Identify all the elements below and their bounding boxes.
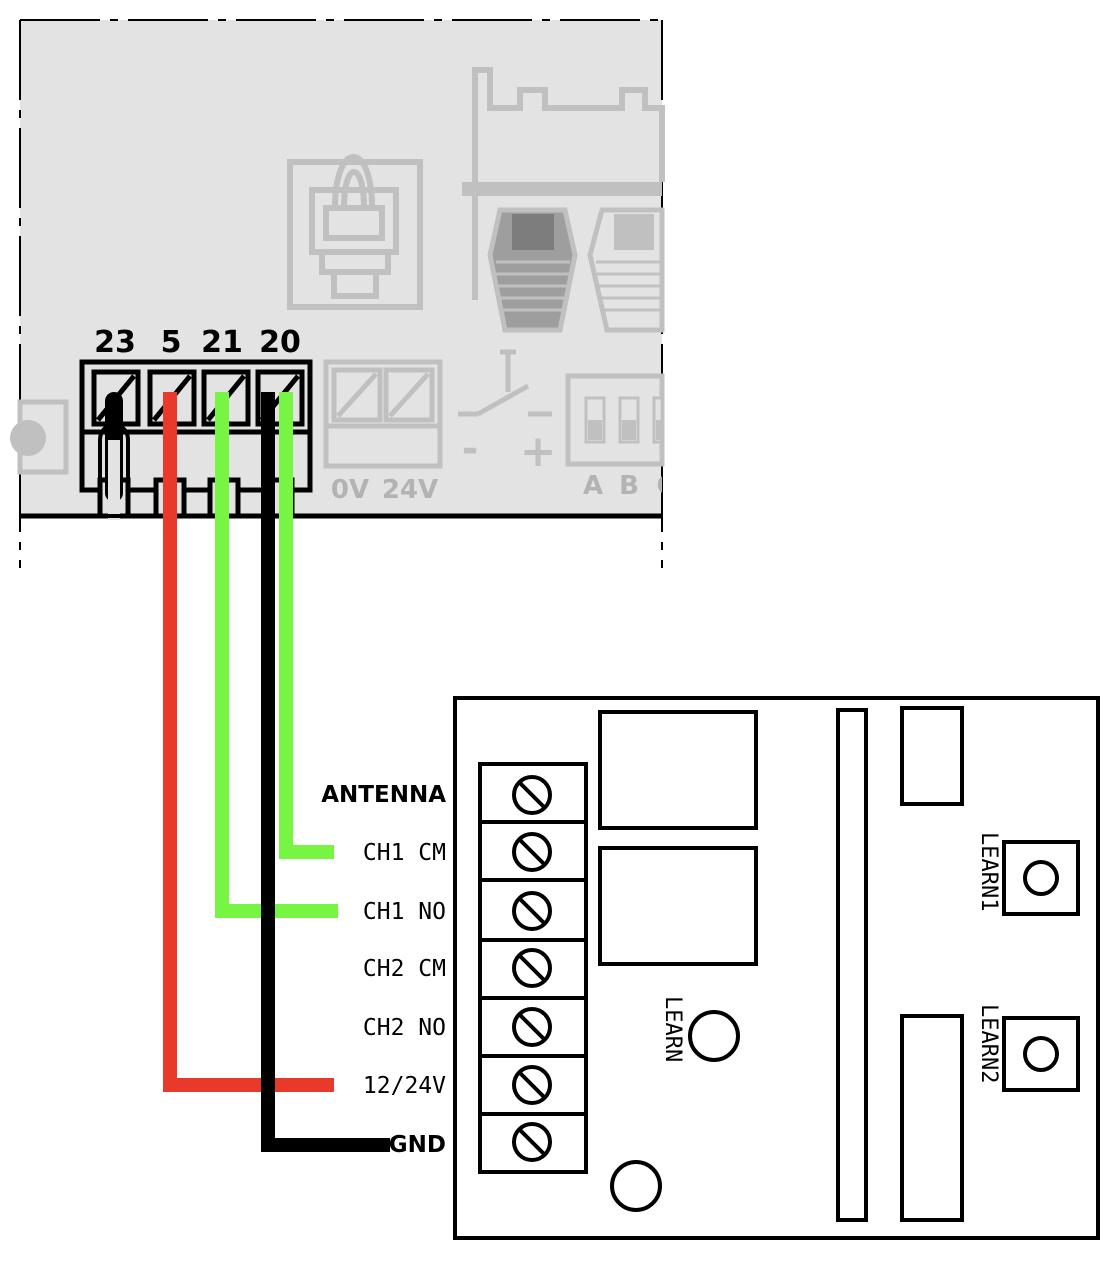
receiver-board: LEARN LEARN1 LEARN2	[453, 696, 1100, 1240]
screw-icon	[512, 1065, 552, 1105]
wire-green-terminal20-to-ch1-cm	[279, 392, 334, 859]
dip-label-c: C	[656, 471, 675, 501]
receiver-terminal-labels: ANTENNA CH1 CM CH1 NO CH2 CM CH2 NO 12/2…	[321, 782, 446, 1158]
switch-symbol-icon	[458, 349, 552, 417]
label-power: 12/24V	[363, 1073, 446, 1099]
screw-icon	[512, 832, 552, 872]
wire-black-terminal20-to-gnd	[261, 392, 390, 1152]
component-top-right	[900, 706, 964, 806]
switch-minus-label: -	[462, 426, 479, 472]
label-antenna: ANTENNA	[321, 782, 446, 808]
power-terminal-block	[323, 359, 443, 469]
wire-red-terminal5-to-power	[163, 392, 334, 1092]
label-gnd: GND	[389, 1132, 446, 1158]
screw-icon	[512, 1122, 552, 1162]
screw-icon	[512, 1007, 552, 1047]
learn1-button[interactable]	[1023, 860, 1059, 896]
learn2-label: LEARN2	[976, 1004, 1001, 1083]
switch-plus-label: +	[520, 426, 557, 477]
learn1-label: LEARN1	[976, 832, 1001, 911]
terminal-label-20: 20	[259, 325, 301, 360]
led-indicator	[610, 1160, 662, 1212]
terminal-label-5: 5	[161, 325, 182, 360]
dip-label-a: A	[583, 471, 603, 501]
learn1-button-housing	[1002, 840, 1080, 916]
label-ch1-cm: CH1 CM	[363, 840, 446, 866]
wires	[163, 392, 390, 1152]
screw-icon	[512, 891, 552, 931]
screw-icon	[512, 775, 552, 815]
label-ch1-no: CH1 NO	[363, 899, 446, 925]
wire-green-terminal21-to-ch1-no	[215, 392, 338, 918]
terminal-23-stub	[98, 392, 130, 520]
dip-label-b: B	[619, 471, 639, 501]
learn-label: LEARN	[660, 996, 685, 1062]
terminal-label-21: 21	[201, 325, 243, 360]
receiver-terminal-strip	[478, 762, 588, 1174]
controller-board: 23 5 21 20 0V 24V - +	[10, 19, 675, 568]
plug-terminal-block-icon	[462, 67, 665, 333]
power-label-0v: 0V	[331, 475, 369, 505]
dip-switch	[565, 373, 665, 467]
relay-2	[598, 846, 758, 966]
relay-1	[598, 710, 758, 830]
terminal-label-23: 23	[94, 325, 136, 360]
rj-jack-icon	[287, 154, 423, 310]
learn-button[interactable]	[688, 1010, 740, 1062]
power-label-24v: 24V	[382, 475, 438, 505]
learn2-button-housing	[1002, 1016, 1080, 1092]
vertical-header-strip	[836, 708, 868, 1222]
label-ch2-no: CH2 NO	[363, 1015, 446, 1041]
label-ch2-cm: CH2 CM	[363, 956, 446, 982]
screw-icon	[512, 948, 552, 988]
component-bottom-right	[900, 1014, 964, 1222]
learn2-button[interactable]	[1023, 1036, 1059, 1072]
round-connector-left	[10, 399, 69, 475]
dip-label-c-clip: C	[656, 471, 675, 501]
